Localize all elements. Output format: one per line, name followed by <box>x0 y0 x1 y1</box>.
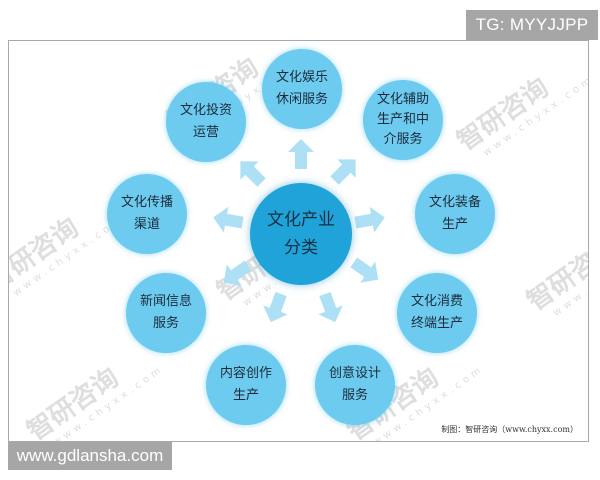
node-label: 终端生产 <box>410 316 463 331</box>
node-label: 新闻信息 <box>139 294 192 309</box>
node-label: 文化消费 <box>410 294 463 309</box>
node-label: 文化辅助 <box>376 92 429 107</box>
node-label: 文化传播 <box>120 195 173 210</box>
node-label: 文化娱乐 <box>275 70 328 85</box>
node-label: 生产 <box>441 217 468 232</box>
arrow-up-right-icon <box>325 150 365 190</box>
node-label: 运营 <box>192 125 219 140</box>
arrow-left-icon <box>211 205 245 236</box>
arrow-down-left-icon <box>259 289 294 326</box>
node-label: 休闲服务 <box>275 92 328 107</box>
arrow-down-left-icon <box>216 255 255 294</box>
node-label: 生产和中 <box>376 112 429 127</box>
center-node: 文化产业 分类 <box>250 183 352 285</box>
center-label-line2: 分类 <box>284 238 318 258</box>
site-url-badge: www.gdlansha.com <box>8 442 172 470</box>
node-label: 文化装备 <box>428 195 481 210</box>
source-credit: 制图：智研咨询（www.chyxx.com） <box>441 425 578 434</box>
node-label: 服务 <box>152 316 179 331</box>
arrow-down-right-icon <box>346 252 385 291</box>
node-news-info: 新闻信息 服务 <box>126 273 206 353</box>
node-auxiliary: 文化辅助 生产和中 介服务 <box>363 80 443 160</box>
node-label: 文化投资 <box>179 103 232 118</box>
node-label: 生产 <box>232 388 259 403</box>
arrow-right-icon <box>353 205 387 236</box>
tg-badge: TG: MYYJJPP <box>466 10 598 40</box>
node-label: 创意设计 <box>328 366 381 381</box>
arrow-up-left-icon <box>231 152 271 192</box>
node-label: 服务 <box>341 388 368 403</box>
center-label-line1: 文化产业 <box>267 210 335 230</box>
node-equipment: 文化装备 生产 <box>415 174 495 254</box>
node-entertainment: 文化娱乐 休闲服务 <box>262 49 342 129</box>
node-investment: 文化投资 运营 <box>166 82 246 162</box>
arrow-up-icon <box>288 139 314 169</box>
node-label: 内容创作 <box>219 366 272 381</box>
node-content-creation: 内容创作 生产 <box>206 345 286 425</box>
node-communication: 文化传播 渠道 <box>107 174 187 254</box>
node-label: 介服务 <box>383 132 423 147</box>
node-consumer-terminal: 文化消费 终端生产 <box>397 273 477 353</box>
arrow-down-right-icon <box>313 289 348 326</box>
node-label: 渠道 <box>133 217 160 232</box>
node-creative-design: 创意设计 服务 <box>315 345 395 425</box>
